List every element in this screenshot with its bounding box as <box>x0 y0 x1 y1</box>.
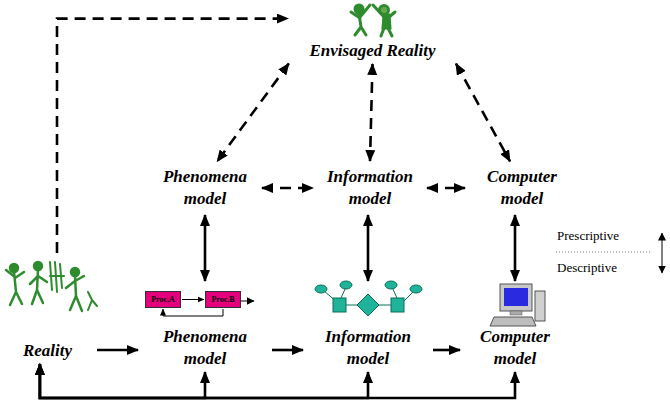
output-arrow <box>241 301 254 302</box>
process-label: Proc.A <box>151 295 175 305</box>
process-label: Proc.B <box>211 295 234 305</box>
keyboard <box>490 317 536 326</box>
figure-limbs <box>30 270 47 304</box>
monitor <box>500 284 532 311</box>
axis-label: Descriptive <box>557 260 617 276</box>
er-entity <box>333 298 346 312</box>
node-label: Phenomena model <box>155 166 255 210</box>
dashed-arrow <box>456 64 510 162</box>
node-label: Information model <box>318 326 418 370</box>
dashed-arrow <box>57 19 288 253</box>
er-diagram-icon <box>315 281 422 316</box>
figure-limbs <box>88 292 97 310</box>
node-label: Computer model <box>472 166 572 210</box>
dashed-arrow <box>370 64 373 161</box>
er-attribute <box>410 285 422 293</box>
node-label: Phenomena model <box>155 326 255 370</box>
node-label: Envisaged Reality <box>309 40 435 62</box>
monitor-stand <box>510 311 522 315</box>
solid-arrow <box>367 215 370 281</box>
model-node: Information model <box>315 163 425 213</box>
solid-arrow <box>272 349 303 352</box>
node-label: Computer model <box>465 326 565 370</box>
model-node: Information model <box>305 283 431 370</box>
figure-head <box>355 5 363 13</box>
model-node: Phenomena model Proc.A Proc.B <box>140 283 270 370</box>
people-icon <box>6 262 97 311</box>
model-node: Computer model <box>462 283 568 370</box>
er-attribute <box>385 281 397 289</box>
goal-node: Envisaged Reality <box>290 0 455 62</box>
solid-arrow <box>40 364 515 398</box>
figure-limbs <box>351 5 370 35</box>
solid-arrow <box>163 309 223 316</box>
solid-arrow <box>97 349 138 352</box>
figure-limbs <box>50 262 64 292</box>
solid-arrow <box>40 364 205 398</box>
computer-icon <box>490 284 545 326</box>
figure-limbs <box>66 276 84 311</box>
tower <box>535 291 545 321</box>
divider-line <box>556 252 650 253</box>
dashed-arrow <box>427 187 465 190</box>
figure-limbs <box>6 270 24 305</box>
model-node: Computer model <box>467 163 577 213</box>
solid-arrow <box>40 364 368 398</box>
axis-label: Prescriptive <box>557 228 619 244</box>
people-icon <box>351 5 395 36</box>
node-label: Information model <box>320 166 420 210</box>
scale-arrow <box>662 233 663 273</box>
er-relationship <box>357 294 379 316</box>
solid-arrow <box>514 215 517 281</box>
node-label: Reality <box>23 340 72 362</box>
process-box: Proc.B <box>205 291 241 308</box>
er-attribute <box>340 281 352 289</box>
er-entity <box>391 298 404 312</box>
reality-node: Reality <box>0 255 95 362</box>
figure-limbs <box>373 5 395 36</box>
model-node: Phenomena model <box>150 163 260 213</box>
dashed-arrow <box>262 187 313 190</box>
solid-arrow <box>182 299 204 300</box>
process-box: Proc.A <box>145 291 181 308</box>
solid-arrow <box>204 215 207 281</box>
screen <box>504 288 528 306</box>
er-attribute <box>315 285 327 293</box>
dashed-arrow <box>217 64 289 162</box>
solid-arrow <box>433 349 460 352</box>
